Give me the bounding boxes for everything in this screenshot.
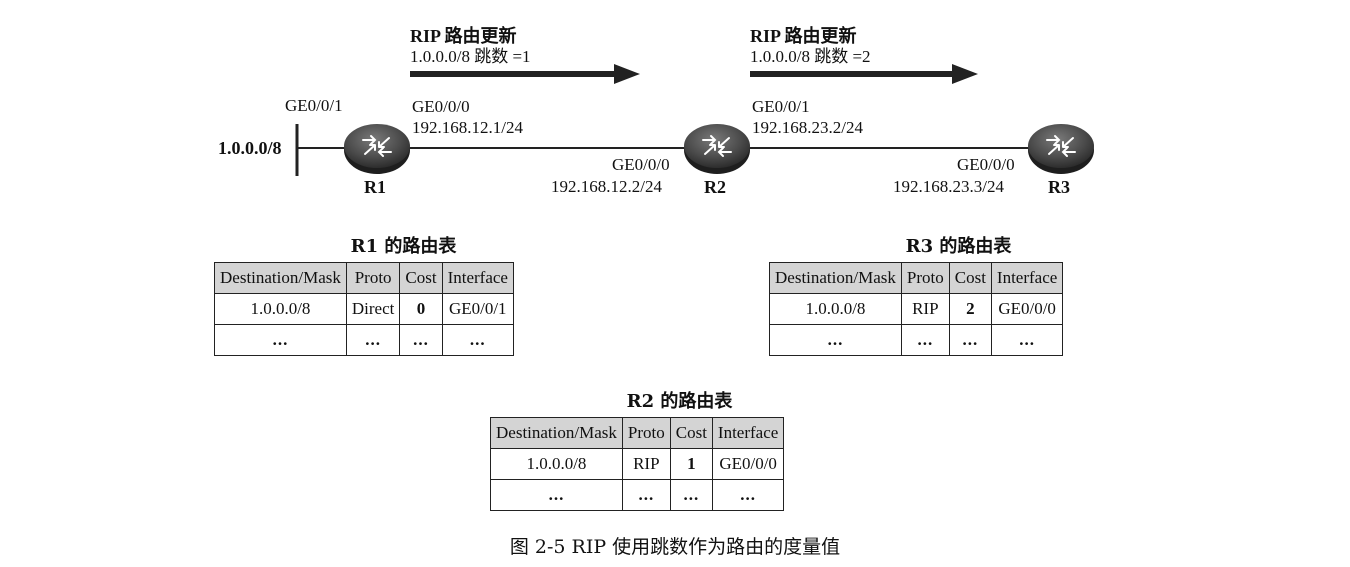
- table-row-ellipsis: ... ... ... ...: [490, 479, 785, 511]
- col-interface: Interface: [990, 262, 1064, 294]
- col-interface: Interface: [441, 262, 514, 294]
- table-header-row: Destination/Mask Proto Cost Interface: [214, 262, 514, 294]
- cell-ellipsis: ...: [621, 479, 671, 511]
- r2-name: R2: [704, 177, 726, 197]
- cell-ellipsis: ...: [990, 324, 1064, 356]
- cell-ellipsis: ...: [441, 324, 514, 356]
- cell-interface: GE0/0/0: [711, 448, 785, 480]
- r2-routing-table: Destination/Mask Proto Cost Interface 1.…: [490, 417, 785, 511]
- cell-proto: RIP: [621, 448, 671, 480]
- router-icon: [683, 123, 751, 175]
- col-cost: Cost: [399, 262, 443, 294]
- col-proto: Proto: [621, 417, 671, 449]
- r2-ip-right-label: 192.168.23.2/24: [752, 118, 863, 137]
- cell-ellipsis: ...: [711, 479, 785, 511]
- r1-name: R1: [364, 177, 386, 197]
- r3-ip-left-label: 192.168.23.3/24: [893, 177, 1004, 196]
- cell-ellipsis: ...: [669, 479, 713, 511]
- table-row-ellipsis: ... ... ... ...: [214, 324, 514, 356]
- cell-ellipsis: ...: [214, 324, 347, 356]
- update-2-title: RIP 路由更新: [750, 26, 857, 46]
- arrow-right-icon: [952, 64, 978, 84]
- r1-if-right-label: GE0/0/0: [412, 97, 470, 116]
- table-row: 1.0.0.0/8 RIP 1 GE0/0/0: [490, 448, 785, 480]
- cell-proto: RIP: [900, 293, 950, 325]
- router-icon: [343, 123, 411, 175]
- cell-interface: GE0/0/0: [990, 293, 1064, 325]
- cell-proto: Direct: [345, 293, 401, 325]
- col-interface: Interface: [711, 417, 785, 449]
- col-cost: Cost: [669, 417, 713, 449]
- network-label: 1.0.0.0/8: [218, 138, 282, 158]
- router-icon: [1027, 123, 1095, 175]
- r2-if-right-label: GE0/0/1: [752, 97, 810, 116]
- r2-ip-left-label: 192.168.12.2/24: [551, 177, 662, 196]
- r3-if-left-label: GE0/0/0: [957, 155, 1015, 174]
- col-cost: Cost: [948, 262, 992, 294]
- cell-cost: 2: [948, 293, 992, 325]
- table-header-row: Destination/Mask Proto Cost Interface: [769, 262, 1064, 294]
- update-1-title: RIP 路由更新: [410, 26, 517, 46]
- cell-ellipsis: ...: [948, 324, 992, 356]
- table-row: 1.0.0.0/8 RIP 2 GE0/0/0: [769, 293, 1064, 325]
- col-proto: Proto: [900, 262, 950, 294]
- update-1-detail: 1.0.0.0/8 跳数 =1: [410, 47, 531, 66]
- col-destination-mask: Destination/Mask: [214, 262, 347, 294]
- r2-table-title: R2 的路由表: [626, 391, 733, 412]
- r1-ip-right-label: 192.168.12.1/24: [412, 118, 523, 137]
- col-destination-mask: Destination/Mask: [490, 417, 623, 449]
- network-topology: [295, 64, 1095, 176]
- table-row-ellipsis: ... ... ... ...: [769, 324, 1064, 356]
- arrow-right-icon: [614, 64, 640, 84]
- r1-routing-table: Destination/Mask Proto Cost Interface 1.…: [214, 262, 514, 356]
- r1-if-left-label: GE0/0/1: [285, 96, 343, 115]
- cell-cost: 0: [399, 293, 443, 325]
- r3-table-title: R3 的路由表: [905, 236, 1012, 257]
- cell-destination: 1.0.0.0/8: [490, 448, 623, 480]
- table-row: 1.0.0.0/8 Direct 0 GE0/0/1: [214, 293, 514, 325]
- cell-ellipsis: ...: [345, 324, 401, 356]
- table-header-row: Destination/Mask Proto Cost Interface: [490, 417, 785, 449]
- cell-ellipsis: ...: [399, 324, 443, 356]
- cell-interface: GE0/0/1: [441, 293, 514, 325]
- cell-cost: 1: [669, 448, 713, 480]
- cell-ellipsis: ...: [900, 324, 950, 356]
- r3-name: R3: [1048, 177, 1070, 197]
- figure-caption: 图 2-5 RIP 使用跳数作为路由的度量值: [509, 536, 841, 558]
- col-proto: Proto: [345, 262, 401, 294]
- cell-destination: 1.0.0.0/8: [769, 293, 902, 325]
- col-destination-mask: Destination/Mask: [769, 262, 902, 294]
- update-2-detail: 1.0.0.0/8 跳数 =2: [750, 47, 871, 66]
- cell-destination: 1.0.0.0/8: [214, 293, 347, 325]
- cell-ellipsis: ...: [490, 479, 623, 511]
- r1-table-title: R1 的路由表: [350, 236, 457, 257]
- cell-ellipsis: ...: [769, 324, 902, 356]
- r2-if-left-label: GE0/0/0: [612, 155, 670, 174]
- r3-routing-table: Destination/Mask Proto Cost Interface 1.…: [769, 262, 1064, 356]
